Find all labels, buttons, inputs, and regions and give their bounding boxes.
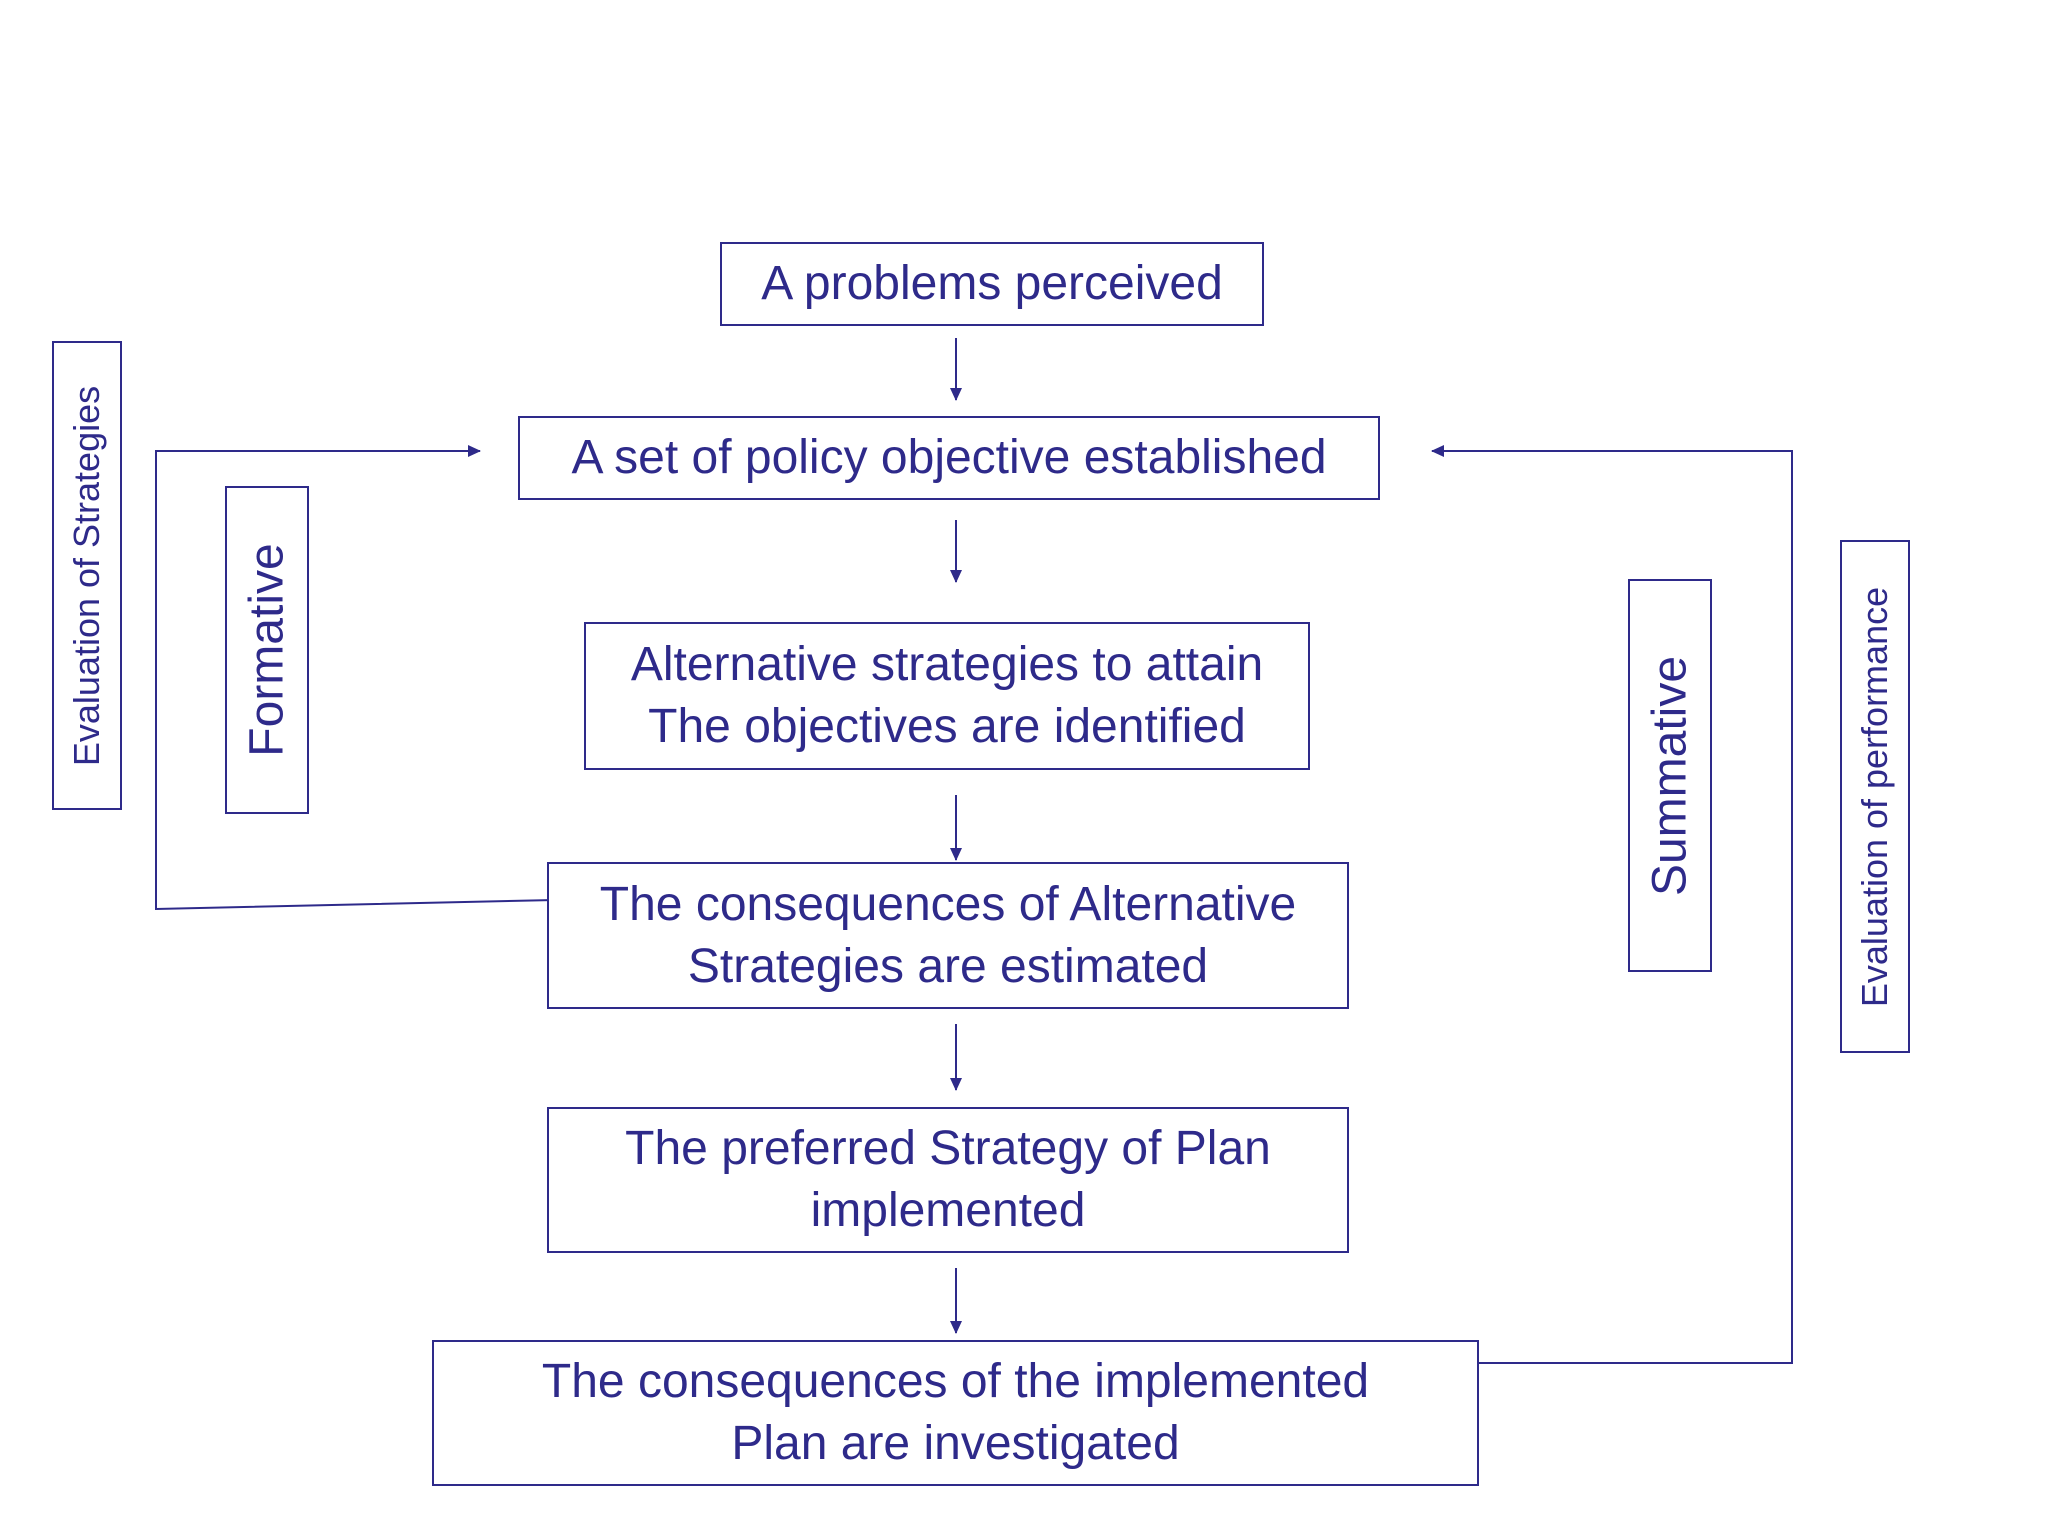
label-box-evaluation-of-performance: Evaluation of performance	[1840, 540, 1910, 1053]
step-3-line-2: The objectives are identified	[648, 700, 1246, 753]
evaluation-of-strategies-label: Evaluation of Strategies	[66, 385, 107, 766]
evaluation-of-performance-label: Evaluation of performance	[1854, 586, 1895, 1007]
step-6-line-2: Plan are investigated	[731, 1417, 1180, 1470]
step-6-line-1: The consequences of the implemented	[541, 1355, 1370, 1408]
step-problems-perceived: A problems perceived	[720, 242, 1264, 326]
formative-feedback-arrow	[155, 445, 556, 911]
label-box-evaluation-of-strategies: Evaluation of Strategies	[52, 341, 122, 810]
label-box-summative: Summative	[1628, 579, 1712, 972]
step-policy-objective: A set of policy objective established	[518, 416, 1380, 500]
step-1-line-1: A problems perceived	[761, 257, 1223, 310]
step-3-line-1: Alternative strategies to attain	[630, 638, 1264, 691]
summative-feedback-arrow	[1431, 445, 1793, 1364]
step-5-line-2: implemented	[810, 1184, 1086, 1237]
step-2-line-1: A set of policy objective established	[571, 431, 1327, 484]
step-4-line-1: The consequences of Alternative	[599, 877, 1297, 931]
formative-label: Formative	[240, 543, 294, 757]
step-4-line-2: Strategies are estimated	[687, 939, 1209, 993]
step-consequences-estimated: The consequences of Alternative Strategi…	[547, 862, 1349, 1009]
label-box-formative: Formative	[225, 486, 309, 814]
summative-label: Summative	[1643, 655, 1697, 896]
step-consequences-investigated: The consequences of the implemented Plan…	[432, 1340, 1479, 1486]
step-5-line-1: The preferred Strategy of Plan	[625, 1122, 1271, 1175]
step-preferred-strategy: The preferred Strategy of Plan implement…	[547, 1107, 1349, 1253]
step-alternative-strategies: Alternative strategies to attain The obj…	[584, 622, 1310, 770]
